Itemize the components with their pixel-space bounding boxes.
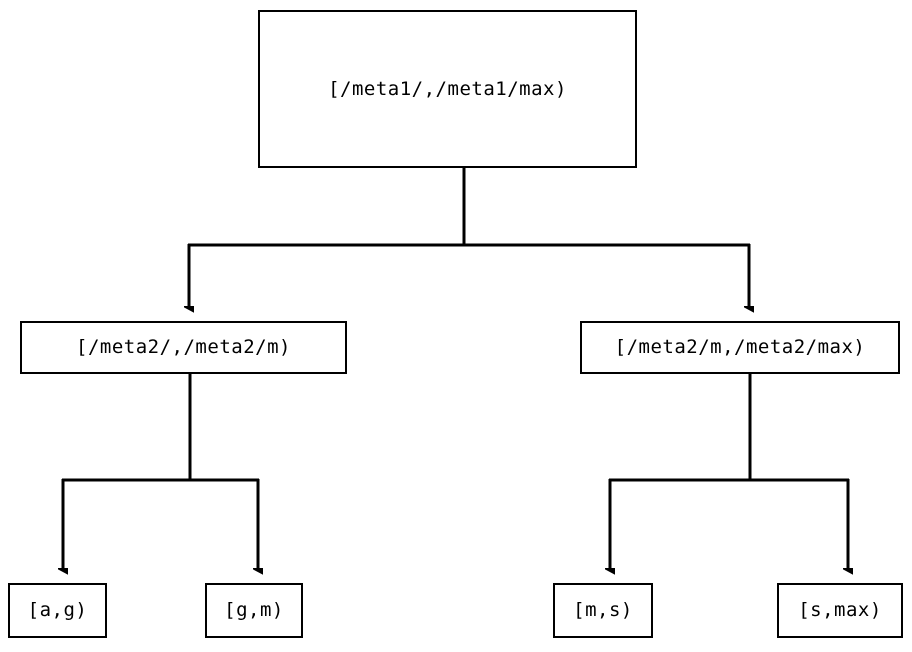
node-leaf-s-max-label: [s,max): [798, 599, 882, 621]
node-mid-right[interactable]: [/meta2/m,/meta2/max): [580, 321, 900, 374]
node-leaf-g-m-label: [g,m): [224, 599, 284, 621]
node-leaf-a-g[interactable]: [a,g): [8, 583, 107, 638]
edge-midright-to-leaves-group: [609, 374, 849, 568]
node-mid-right-label: [/meta2/m,/meta2/max): [614, 336, 866, 358]
node-leaf-a-g-label: [a,g): [27, 599, 88, 621]
edge-root-to-mid-group: [188, 168, 750, 306]
node-leaf-m-s[interactable]: [m,s): [553, 583, 653, 638]
node-mid-left-label: [/meta2/,/meta2/m): [76, 336, 291, 358]
node-root[interactable]: [/meta1/,/meta1/max): [258, 10, 637, 168]
node-leaf-s-max[interactable]: [s,max): [777, 583, 903, 638]
edge-midleft-to-leaves-group: [62, 374, 259, 568]
node-mid-left[interactable]: [/meta2/,/meta2/m): [20, 321, 347, 374]
node-leaf-g-m[interactable]: [g,m): [205, 583, 303, 638]
node-leaf-m-s-label: [m,s): [573, 599, 633, 621]
node-root-label: [/meta1/,/meta1/max): [328, 77, 567, 100]
